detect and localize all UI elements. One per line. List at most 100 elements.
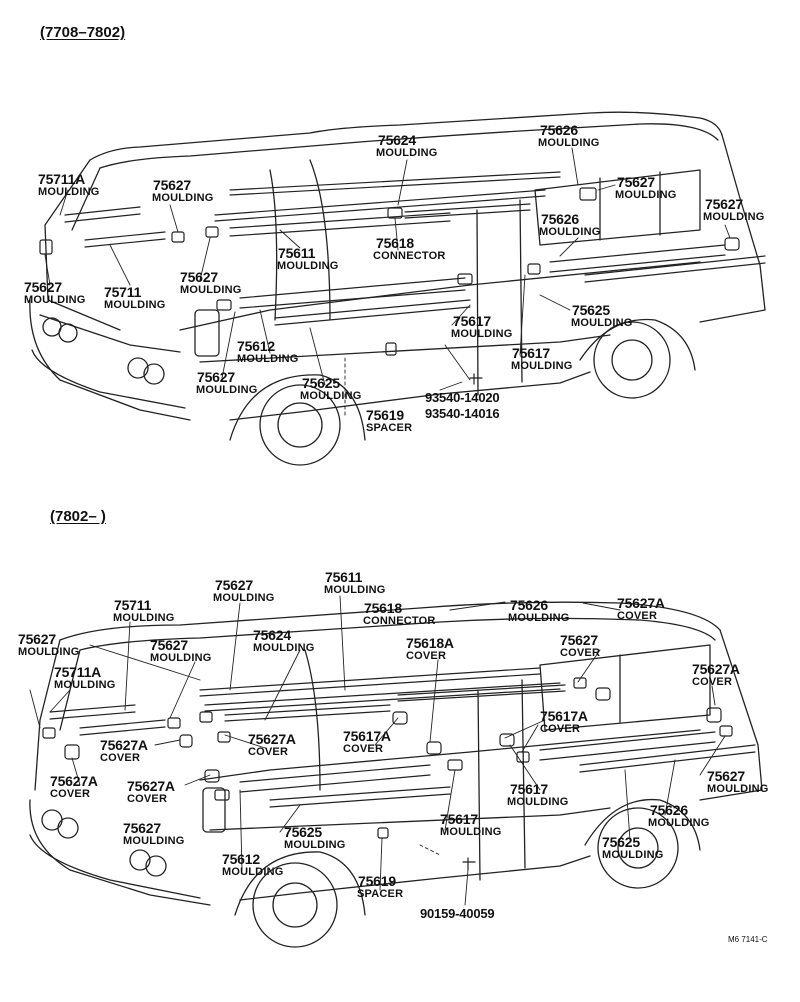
top-van-body: [29, 111, 766, 466]
callout-number: 75626: [650, 802, 688, 818]
callout-number: 75626: [510, 597, 548, 613]
callout-name: MOULDING: [300, 390, 362, 402]
top-leader-lines: [44, 147, 731, 416]
callout-number: 75627: [215, 577, 253, 593]
bottom-van-body: [29, 601, 763, 948]
callout-name: MOULDING: [237, 353, 299, 365]
callout-name: MOULDING: [54, 679, 116, 691]
callout-name: CONNECTOR: [373, 250, 446, 262]
callout-name: MOULDING: [104, 299, 166, 311]
callout-number: 75624: [378, 132, 416, 148]
callout-number: 75627: [150, 637, 188, 653]
callout-number: 75711A: [54, 664, 102, 680]
callout-name: MOULDING: [123, 835, 185, 847]
callout-name: COVER: [100, 752, 141, 764]
callout-number: 75625: [302, 375, 340, 391]
callout-number: 75618: [376, 235, 414, 251]
callout-number: 75617: [440, 811, 478, 827]
callout-number: 75627: [18, 631, 56, 647]
callout-number: 75627A: [50, 773, 98, 789]
callout-number: 75627: [560, 632, 598, 648]
callout-name: COVER: [343, 743, 384, 755]
callout-name: MOULDING: [507, 796, 569, 808]
callout-number: 75627A: [617, 595, 665, 611]
callout-number: 75627: [197, 369, 235, 385]
callout-number: 75625: [602, 834, 640, 850]
callout-number: 75612: [222, 851, 260, 867]
callout-number: 93540-14016: [425, 406, 500, 421]
diagram-code: M6 7141-C: [728, 935, 768, 944]
callout-number: 75627A: [127, 778, 175, 794]
callout-name: COVER: [248, 746, 289, 758]
callout-number: 75627: [123, 820, 161, 836]
callout-number: 75617: [510, 781, 548, 797]
callout-number: 75611: [325, 569, 363, 585]
callout-name: MOULDING: [196, 384, 258, 396]
callout-name: MOULDING: [538, 137, 600, 149]
callout-number: 75625: [572, 302, 610, 318]
callout-number: 75617A: [343, 728, 391, 744]
callout-number: 75618: [364, 600, 402, 616]
callout-number: 75627A: [692, 661, 740, 677]
callout-name: MOULDING: [24, 294, 86, 306]
callout-name: COVER: [50, 788, 91, 800]
callout-number: 75627: [153, 177, 191, 193]
callout-name: MOULDING: [703, 211, 765, 223]
callout-number: 75618A: [406, 635, 454, 651]
callout-number: 75617: [512, 345, 550, 361]
callout-number: 75624: [253, 627, 291, 643]
callout-number: 75625: [284, 824, 322, 840]
callout-name: SPACER: [357, 888, 404, 900]
callout-name: MOULDING: [571, 317, 633, 329]
callout-name: COVER: [560, 647, 601, 659]
callout-number: 75627A: [100, 737, 148, 753]
callout-number: 93540-14020: [425, 390, 500, 405]
callout-name: CONNECTOR: [363, 615, 436, 627]
callout-name: MOULDING: [150, 652, 212, 664]
callout-name: MOULDING: [615, 189, 677, 201]
bottom-leader-lines: [29, 595, 726, 906]
section-header-bottom: (7802– ): [50, 508, 106, 525]
callout-name: MOULDING: [213, 592, 275, 604]
callout-number: 75612: [237, 338, 275, 354]
callout-number: 75627: [617, 174, 655, 190]
callout-number: 75619: [366, 407, 404, 423]
callout-name: MOULDING: [222, 866, 284, 878]
callout-name: MOULDING: [18, 646, 80, 658]
callout-name: MOULDING: [707, 783, 769, 795]
callout-name: MOULDING: [277, 260, 339, 272]
bottom-mouldings: [42, 667, 756, 871]
callout-number: 75619: [358, 873, 396, 889]
callout-name: COVER: [406, 650, 447, 662]
callout-number: 75627A: [248, 731, 296, 747]
callout-number: 75617: [453, 313, 491, 329]
callout-name: MOULDING: [648, 817, 710, 829]
callout-number: 75611: [278, 245, 316, 261]
section-header-top: (7708–7802): [40, 24, 126, 41]
callout-name: MOULDING: [511, 360, 573, 372]
callout-number: 75627: [707, 768, 745, 784]
callout-number: 75626: [541, 211, 579, 227]
callout-name: MOULDING: [253, 642, 315, 654]
callout-name: MOULDING: [602, 849, 664, 861]
callout-number: 75711: [104, 284, 142, 300]
callout-name: SPACER: [366, 422, 413, 434]
callout-name: COVER: [540, 723, 581, 735]
callout-name: MOULDING: [38, 186, 100, 198]
callout-name: MOULDING: [508, 612, 570, 624]
callout-number: 75711: [114, 597, 152, 613]
callout-name: MOULDING: [376, 147, 438, 159]
callout-name: COVER: [617, 610, 658, 622]
callout-number: 75711A: [38, 171, 86, 187]
callout-number: 75617A: [540, 708, 588, 724]
callout-name: MOULDING: [152, 192, 214, 204]
callout-number: 75627: [705, 196, 743, 212]
callout-number: 90159-40059: [420, 906, 495, 921]
callout-name: MOULDING: [539, 226, 601, 238]
callout-number: 75626: [540, 122, 578, 138]
callout-number: 75627: [180, 269, 218, 285]
callout-name: MOULDING: [324, 584, 386, 596]
callout-number: 75627: [24, 279, 62, 295]
